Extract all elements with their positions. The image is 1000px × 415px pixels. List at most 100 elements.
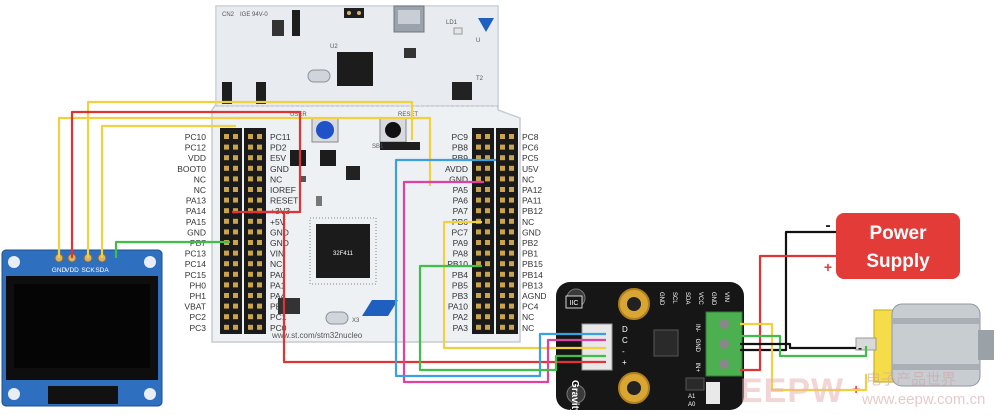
- pin-label: PC1: [270, 312, 287, 322]
- header-pin: [257, 240, 262, 245]
- header-pin: [476, 240, 481, 245]
- pin-label: PB12: [522, 206, 543, 216]
- header-pin: [257, 218, 262, 224]
- header-pin: [485, 218, 490, 224]
- pin-label: PB9: [452, 153, 468, 163]
- reset-button[interactable]: [385, 122, 401, 138]
- header-pin: [257, 282, 262, 288]
- header-pin: [248, 271, 253, 277]
- silk-user: USER: [290, 112, 307, 118]
- header-pin: [500, 293, 505, 298]
- header-pin: [257, 314, 262, 320]
- header-pin: [224, 293, 229, 298]
- oled-pin-label: VDD: [65, 267, 79, 274]
- header-pin: [500, 165, 505, 171]
- power-minus-label: -: [825, 217, 830, 234]
- driver-port-label: -: [622, 347, 625, 356]
- header-pin: [476, 271, 481, 277]
- header-pin: [224, 155, 229, 161]
- header-pin: [224, 282, 229, 288]
- header-pin: [248, 324, 253, 330]
- header-pin: [509, 187, 514, 192]
- header-pin: [476, 282, 481, 288]
- pin-label: NC: [522, 323, 534, 333]
- dc-motor: - +: [852, 303, 994, 397]
- st-logo: [362, 300, 398, 316]
- pin-label: PA6: [453, 196, 469, 206]
- header-pin: [485, 324, 490, 330]
- header-pin: [233, 324, 238, 330]
- wire-motor-green: [740, 334, 868, 358]
- header-pin: [500, 229, 505, 235]
- wire-motor-yellow: [740, 322, 868, 392]
- header-pin: [248, 261, 253, 267]
- pin-label: NC: [194, 174, 206, 184]
- silk-ide: IGE 94V-0: [240, 12, 268, 18]
- header-pin: [224, 218, 229, 224]
- left-outer-header: [220, 128, 242, 334]
- header-pin: [224, 250, 229, 256]
- right-header-labels: PC8PC6PC5U5VNCPA12PA11PB12NCGNDPB2PB1PB1…: [522, 132, 547, 333]
- pin-label: NC: [194, 185, 206, 195]
- pin-label: PA15: [186, 217, 206, 227]
- pin-label: PC12: [185, 143, 207, 153]
- pin-label: PA8: [453, 249, 469, 259]
- silk-url: www.st.com/stm32nucleo: [271, 331, 363, 340]
- header-pin: [500, 197, 505, 203]
- header-pin: [485, 229, 490, 235]
- header-pin: [248, 155, 253, 161]
- header-pin: [509, 314, 514, 320]
- silk-reset: RESET: [398, 112, 418, 118]
- header-pin: [233, 303, 238, 309]
- header-pin: [500, 314, 505, 320]
- header-pin: [248, 187, 253, 192]
- pin-label: GND: [522, 227, 541, 237]
- header-pin: [248, 229, 253, 235]
- header-pin: [476, 314, 481, 320]
- header-pin: [476, 144, 481, 150]
- pin-label: PC4: [522, 302, 539, 312]
- pin-label: PA12: [522, 185, 542, 195]
- pin-label: PC15: [185, 270, 207, 280]
- driver-top-label: VCC: [697, 292, 703, 305]
- header-pin: [257, 176, 262, 182]
- header-pin: [476, 303, 481, 309]
- header-pin: [500, 187, 505, 192]
- pin-label: PC8: [522, 132, 539, 142]
- pin-label: PA1: [270, 280, 286, 290]
- right-outer-header: [496, 128, 518, 334]
- driver-top-label: GND: [710, 292, 716, 306]
- header-pin: [476, 261, 481, 267]
- header-pin: [485, 134, 490, 139]
- header-pin: [248, 197, 253, 203]
- watermark: EEPW 电子产品世界 www.eepw.com.cn: [740, 371, 985, 410]
- user-button[interactable]: [316, 121, 334, 139]
- header-pin: [500, 324, 505, 330]
- pin-label: IOREF: [270, 185, 296, 195]
- pin-label: PB13: [522, 280, 543, 290]
- header-pin: [509, 176, 514, 182]
- pin-label: PC9: [451, 132, 468, 142]
- pin-label: PB3: [452, 291, 468, 301]
- watermark-cn: 电子产品世界: [866, 371, 956, 388]
- pin-label: GND: [187, 227, 206, 237]
- pin-label: PA2: [453, 312, 469, 322]
- header-pin: [224, 187, 229, 192]
- header-pin: [248, 314, 253, 320]
- header-pin: [476, 293, 481, 298]
- header-pin: [257, 250, 262, 256]
- header-pin: [248, 165, 253, 171]
- wire-oled-gnd: [57, 116, 432, 258]
- header-pin: [233, 197, 238, 203]
- pin-label: GND: [270, 238, 289, 248]
- driver-top-label: VIN: [723, 292, 729, 302]
- header-pin: [248, 208, 253, 214]
- header-pin: [233, 282, 238, 288]
- header-pin: [485, 282, 490, 288]
- header-pin: [233, 218, 238, 224]
- pin-label: +5V: [270, 217, 286, 227]
- header-pin: [476, 250, 481, 256]
- header-pin: [257, 293, 262, 298]
- stlink-chip: [337, 52, 373, 86]
